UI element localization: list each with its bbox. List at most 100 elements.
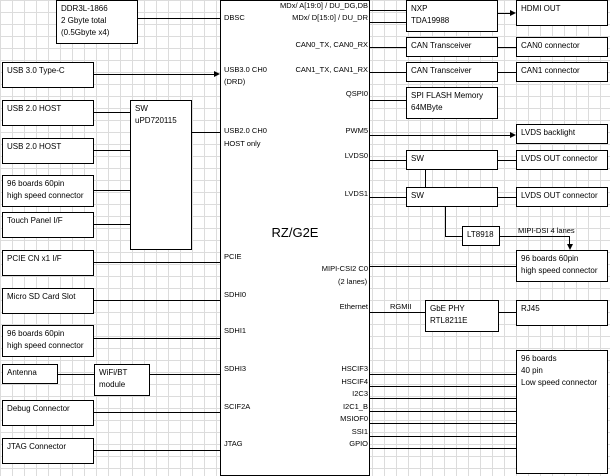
label-sdhi3: SDHI3 xyxy=(224,364,247,373)
hscif4-link xyxy=(370,386,516,387)
lvds0-link xyxy=(370,160,406,161)
mdx-d-link xyxy=(370,22,406,23)
label-can1: CAN1_TX, CAN1_RX xyxy=(295,65,368,74)
label-mdx-d: MDx/ D[15:0] / DU_DR xyxy=(292,13,368,22)
spi-flash-box: SPI FLASH Memory 64MByte xyxy=(406,87,498,119)
lvds-switch-1-label: SW xyxy=(411,154,424,163)
wifi-link xyxy=(150,374,220,375)
mipi-csi-link xyxy=(370,266,516,267)
label-pwm5: PWM5 xyxy=(345,126,369,135)
label-scif2a: SCIF2A xyxy=(224,402,251,411)
label-host-only: HOST only xyxy=(224,139,261,148)
label-mipi-csi2: MIPI-CSI2 C0 xyxy=(321,264,368,273)
label-rgmii: RGMII xyxy=(390,302,412,311)
lvds-out-connector-1-box: LVDS OUT connector xyxy=(516,150,608,170)
gbe-phy-line: GbE PHY xyxy=(430,304,465,313)
jtag-connector-label: JTAG Connector xyxy=(7,442,66,451)
usb-switch-line: SW xyxy=(135,104,148,113)
jtag-link xyxy=(94,450,220,451)
hdmi-out-label: HDMI OUT xyxy=(521,4,561,13)
lvds-out1-link xyxy=(498,160,516,161)
ddr-line: DDR3L-1866 xyxy=(61,4,108,13)
usb-switch-link xyxy=(192,132,220,133)
micro-sd-box: Micro SD Card Slot xyxy=(2,288,94,314)
usb3-typec-box: USB 3.0 Type-C xyxy=(2,62,94,88)
low-speed-line: 96 boards xyxy=(521,354,557,363)
ssi1-link xyxy=(370,436,516,437)
soc-name: RZ/G2E xyxy=(271,225,319,240)
low-speed-line: 40 pin xyxy=(521,366,543,375)
label-i2c1b: I2C1_B xyxy=(342,402,368,411)
debug-link xyxy=(94,412,220,413)
label-lvds1: LVDS1 xyxy=(344,189,368,198)
gbe-phy-line: RTL8211E xyxy=(430,316,468,325)
label-hscif3: HSCIF3 xyxy=(341,364,368,373)
lvds-cross-link xyxy=(425,170,426,187)
label-msiof0: MSIOF0 xyxy=(340,414,368,423)
lvds-out-2-label: LVDS OUT connector xyxy=(521,191,598,200)
label-usb3-ch0: USB3.0 CH0 xyxy=(224,65,267,74)
lvds-out-1-label: LVDS OUT connector xyxy=(521,154,598,163)
i2c3-link xyxy=(370,398,516,399)
can1-connector-label: CAN1 connector xyxy=(521,66,580,75)
mdx-a-link xyxy=(370,10,406,11)
pwm-arrow xyxy=(510,132,516,138)
antenna-link xyxy=(58,374,94,375)
lvds-backlight-box: LVDS backlight xyxy=(516,124,608,144)
label-2-lanes: (2 lanes) xyxy=(338,277,368,286)
can0-connector-label: CAN0 connector xyxy=(521,41,580,50)
label-dbsc: DBSC xyxy=(224,13,245,22)
soc-block: RZ/G2E xyxy=(220,0,370,476)
lvds-switch-2-label: SW xyxy=(411,191,424,200)
mipi-dsi-arrow xyxy=(567,244,573,250)
gbe-phy-box: GbE PHY RTL8211E xyxy=(425,300,499,332)
can0-conn-link xyxy=(498,47,516,48)
lvds1-link xyxy=(370,197,406,198)
label-hscif4: HSCIF4 xyxy=(341,377,368,386)
label-pcie: PCIE xyxy=(224,252,242,261)
hs-connector-2-line: 96 boards 60pin xyxy=(7,329,65,338)
wifi-line: WiFi/BT xyxy=(99,368,128,377)
label-qspi0: QSPI0 xyxy=(345,89,368,98)
usb3-label: USB 3.0 Type-C xyxy=(7,66,65,75)
ddr-line: (0.5Gbyte x4) xyxy=(61,28,110,37)
hs2-link xyxy=(94,338,220,339)
lt8918-feed-horizontal xyxy=(445,236,462,237)
rj45-box: RJ45 xyxy=(516,300,608,326)
lvds-out-connector-2-box: LVDS OUT connector xyxy=(516,187,608,207)
spi-flash-line: SPI FLASH Memory xyxy=(411,91,484,100)
low-speed-connector-box: 96 boards 40 pin Low speed connector xyxy=(516,350,608,474)
lvds-switch-1-box: SW xyxy=(406,150,498,170)
wifi-line: module xyxy=(99,380,126,389)
rj45-label: RJ45 xyxy=(521,304,540,313)
lvds-out2-link xyxy=(498,197,516,198)
label-sdhi0: SDHI0 xyxy=(224,290,247,299)
can0-connector-box: CAN0 connector xyxy=(516,37,608,57)
hs-connector-1-box: 96 boards 60pin high speed connector xyxy=(2,175,94,207)
msiof0-link xyxy=(370,423,516,424)
hscif3-link xyxy=(370,374,516,375)
debug-connector-box: Debug Connector xyxy=(2,400,94,426)
pcie-link xyxy=(94,262,220,263)
mipi-dsi-link xyxy=(500,236,570,237)
usb2-b-link xyxy=(94,150,130,151)
lt8918-label: LT8918 xyxy=(467,230,494,239)
pwm-link xyxy=(370,135,510,136)
label-ethernet: Ethernet xyxy=(339,302,368,311)
label-sdhi1: SDHI1 xyxy=(224,326,247,335)
usb-switch-line: uPD720115 xyxy=(135,116,177,125)
spi-flash-line: 64MByte xyxy=(411,103,443,112)
antenna-box: Antenna xyxy=(2,364,58,384)
nxp-line: TDA19988 xyxy=(411,16,450,25)
ddr-memory-box: DDR3L-1866 2 Gbyte total (0.5Gbyte x4) xyxy=(56,0,138,44)
usb2-host-b-box: USB 2.0 HOST xyxy=(2,138,94,164)
usb3-link xyxy=(94,74,214,75)
label-mipi-dsi: MIPI-DSI 4 lanes xyxy=(518,226,575,235)
lvds-switch-2-box: SW xyxy=(406,187,498,207)
label-i2c3: I2C3 xyxy=(352,389,368,398)
can-transceiver-0-box: CAN Transceiver xyxy=(406,37,498,57)
can1-connector-box: CAN1 connector xyxy=(516,62,608,82)
usb2-host-a-box: USB 2.0 HOST xyxy=(2,100,94,126)
touch-link xyxy=(94,224,130,225)
hs-connector-3-box: 96 boards 60pin high speed connector xyxy=(516,250,608,282)
